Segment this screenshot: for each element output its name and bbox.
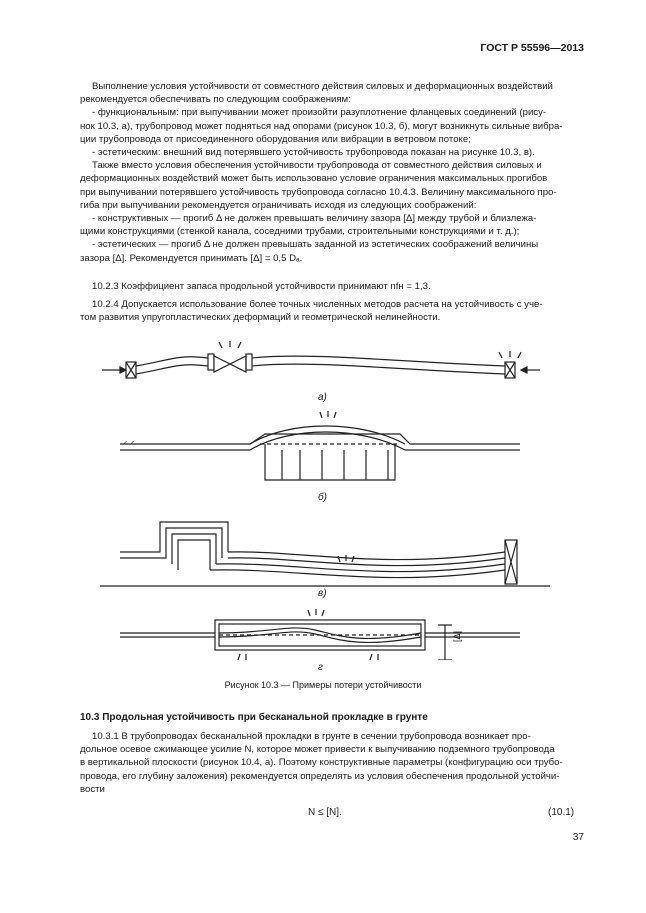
text-line: 10.2.4 Допускается использование более т… <box>92 299 543 310</box>
text-line: при выпучивании потерявшего устойчивость… <box>80 186 557 198</box>
text-line: - эстетических — прогиб Δ не должен прев… <box>92 239 539 251</box>
text-line: Также вместо условия обеспечения устойчи… <box>92 160 542 172</box>
clause-10-2-3: 10.2.3 Коэффициент запаса продольной уст… <box>92 281 431 292</box>
text-line: щими конструкциями (стенкой канала, сосе… <box>80 226 520 238</box>
diagram-b-support-lift <box>120 411 520 481</box>
text-line: зазора [Δ]. Рекомендуется принимать [Δ] … <box>80 252 303 264</box>
text-line: гиба при выпучивании рекомендуется огран… <box>80 199 477 211</box>
text-line: дольное осевое сжимающее усилие N, котор… <box>80 744 555 756</box>
figure-label-v: в) <box>318 588 327 599</box>
text-line: ции трубопровода от присоединенного обор… <box>80 133 471 145</box>
page-number: 37 <box>572 832 584 843</box>
text-line: вости <box>80 783 105 795</box>
diagram-g-channel-gap <box>120 609 520 660</box>
section-title: 10.3 Продольная устойчивость при бескана… <box>80 712 428 723</box>
text-line: провода, его глубину заложения) рекоменд… <box>80 770 560 782</box>
equation-formula: N ≤ [N]. <box>308 807 342 818</box>
section-paragraph: 10.3.1 В трубопроводах бесканальной прок… <box>80 730 586 796</box>
diagram-a-flange-pipe <box>102 341 540 379</box>
figure-label-b: б) <box>318 492 327 503</box>
text-line: деформационных воздействий может быть ис… <box>80 173 548 185</box>
text-line: в вертикальной плоскости (рисунок 10.4, … <box>80 757 563 769</box>
text-line: том развития упругопластических деформац… <box>80 312 441 324</box>
figure-caption: Рисунок 10.3 — Примеры потери устойчивос… <box>224 680 422 690</box>
text-line: - функциональным: при выпучивании может … <box>92 107 547 119</box>
text-line: нок 10.3, а), трубопровод может поднятьс… <box>80 120 563 132</box>
figure-label-a: а) <box>318 392 327 403</box>
intro-paragraph: Выполнение условия устойчивости от совме… <box>80 80 586 265</box>
figure-10-3 <box>100 341 550 660</box>
text-line: - конструктивных — прогиб Δ не должен пр… <box>92 213 537 225</box>
document-header: ГОСТ Р 55596—2013 <box>480 42 584 54</box>
text-line: рекомендуется обеспечивать по следующим … <box>80 94 351 106</box>
equation-number: (10.1) <box>548 807 575 818</box>
clause-10-2-4: 10.2.4 Допускается использование более т… <box>80 298 586 324</box>
diagram-v-compensator <box>100 521 550 587</box>
figure-label-g: г <box>318 662 323 673</box>
figure-gap-label: [Δ] <box>452 630 462 642</box>
text-line: 10.3.1 В трубопроводах бесканальной прок… <box>92 731 531 742</box>
text-line: - эстетическим: внешний вид потерявшего … <box>92 147 535 159</box>
text-line: Выполнение условия устойчивости от совме… <box>92 81 553 92</box>
